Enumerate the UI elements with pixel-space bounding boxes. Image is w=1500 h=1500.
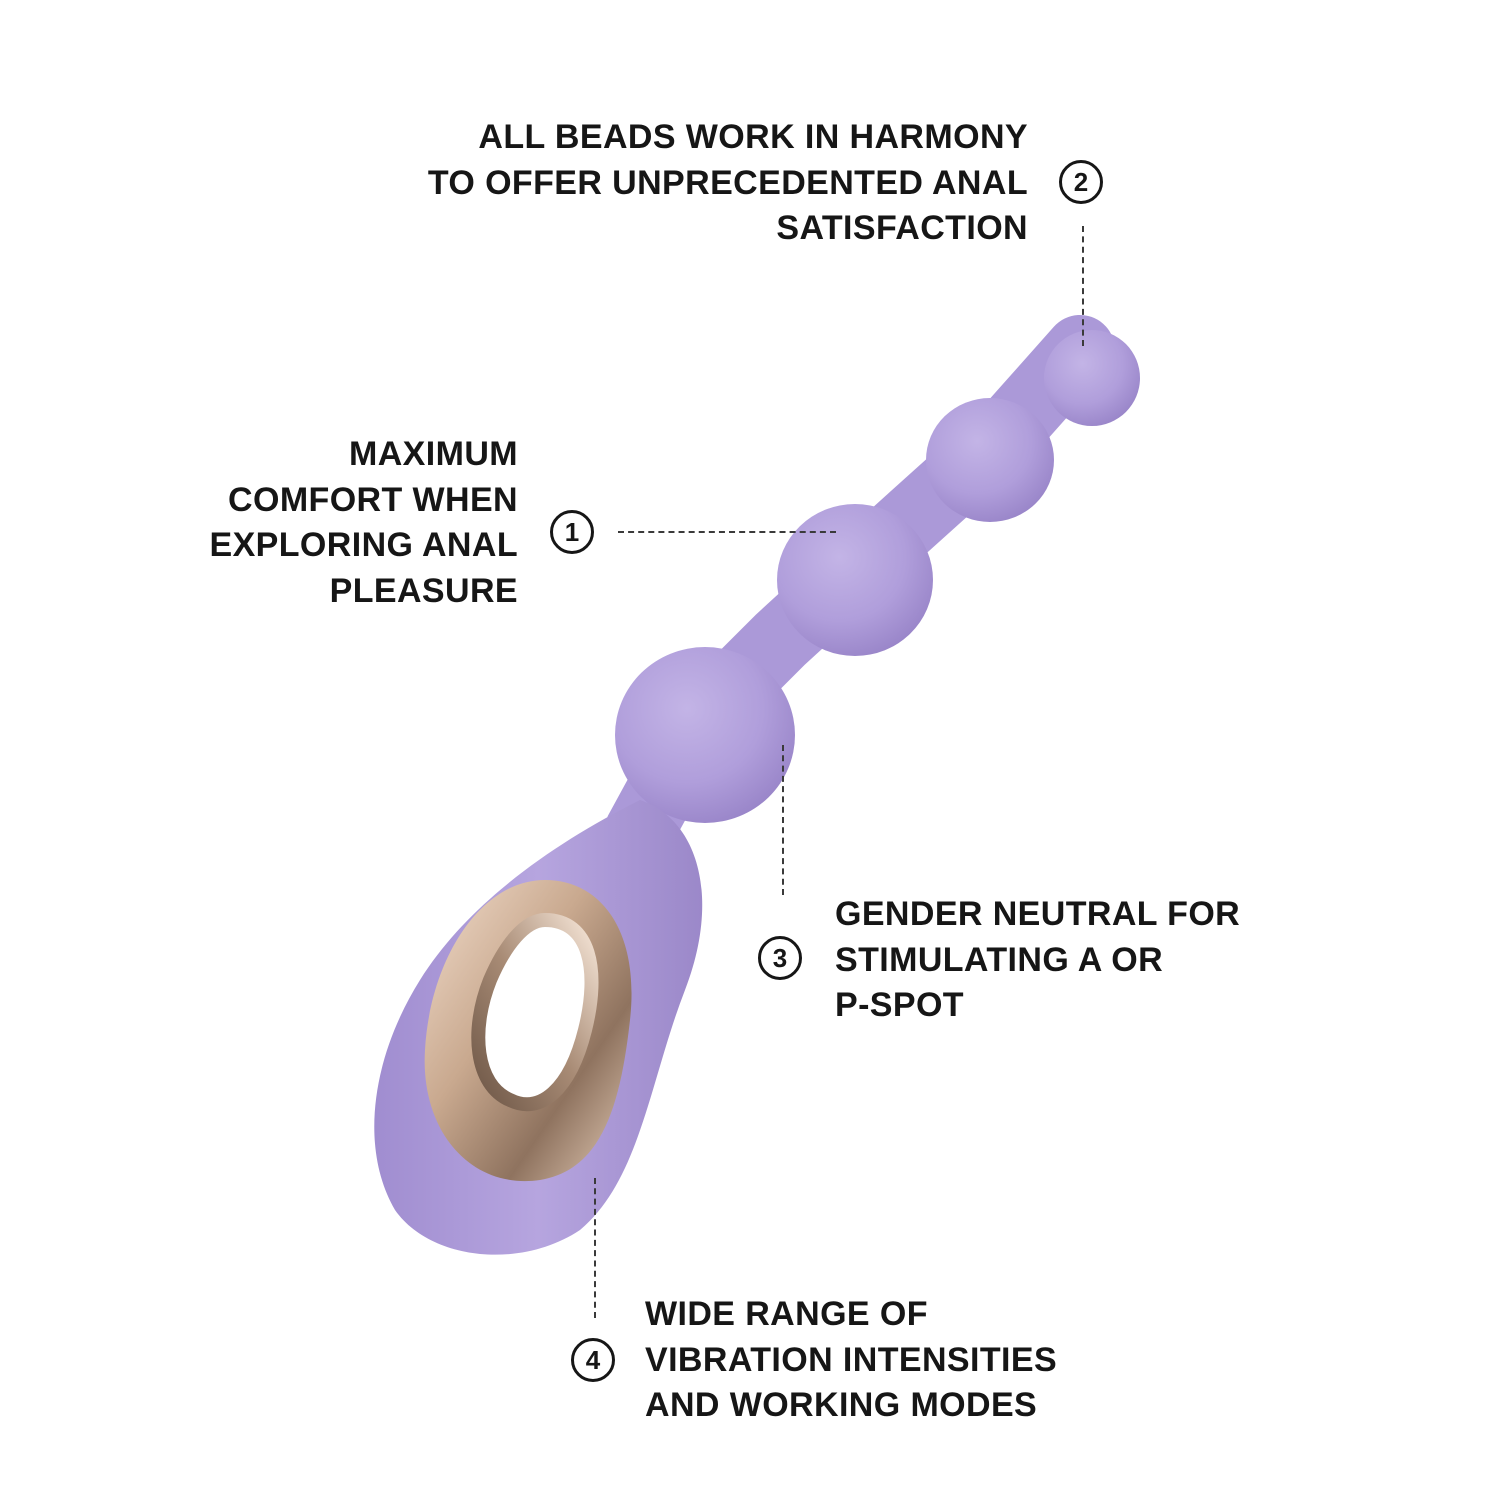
callout-2-number: 2 bbox=[1059, 160, 1103, 204]
callout-2-text: ALL BEADS WORK IN HARMONY TO OFFER UNPRE… bbox=[427, 118, 1028, 247]
callout-4-text: WIDE RANGE OF VIBRATION INTENSITIES AND … bbox=[645, 1295, 1058, 1424]
callout-2-leader bbox=[1082, 226, 1084, 346]
callout-4-number: 4 bbox=[571, 1338, 615, 1382]
bead-4 bbox=[615, 647, 795, 823]
bead-3 bbox=[777, 504, 933, 656]
callout-3-number: 3 bbox=[758, 936, 802, 980]
callout-3-text: GENDER NEUTRAL FOR STIMULATING A OR P-SP… bbox=[835, 895, 1241, 1024]
callout-4-leader bbox=[594, 1178, 596, 1318]
callout-1-leader bbox=[618, 531, 836, 533]
callout-3-leader bbox=[782, 745, 784, 895]
callout-1-text: MAXIMUM COMFORT WHEN EXPLORING ANAL PLEA… bbox=[209, 435, 518, 610]
bead-tip bbox=[1044, 330, 1140, 426]
bead-2 bbox=[926, 398, 1054, 522]
callout-1-number: 1 bbox=[550, 510, 594, 554]
ring-hole bbox=[471, 912, 599, 1112]
